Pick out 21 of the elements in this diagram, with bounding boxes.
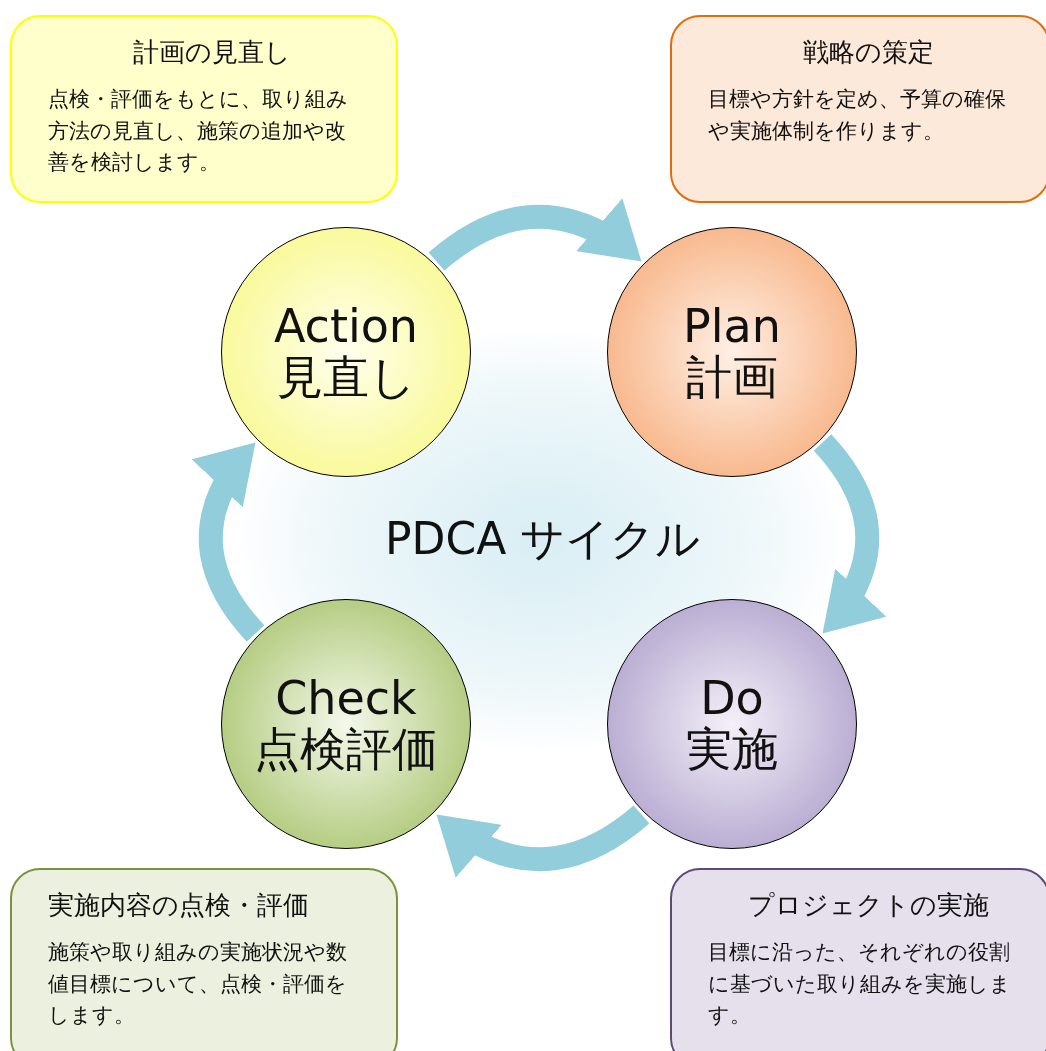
circle-label: Plan <box>683 301 781 352</box>
rounded-box <box>670 15 1046 203</box>
circle-label: 見直し <box>276 352 416 403</box>
circle-label: 実施 <box>686 724 778 775</box>
box-text: 点検・評価をもとに、取り組み方法の見直し、施策の追加や改善を検討します。 <box>48 86 349 176</box>
box-title: 実施内容の点検・評価 <box>48 889 310 922</box>
cycle-title: PDCA サイクル <box>385 512 701 566</box>
box-text: 施策や取り組みの実施状況や数値目標について、点検・評価をします。 <box>48 939 348 1029</box>
circle-label: 点検評価 <box>254 724 438 775</box>
box-title: プロジェクトの実施 <box>746 889 990 922</box>
box-title: 戦略の策定 <box>801 36 935 69</box>
circle-label: 計画 <box>686 352 778 403</box>
circle-label: Do <box>700 673 764 724</box>
box-text: 目標に沿った、それぞれの役割に基づいた取り組みを実施します。 <box>708 939 1012 1029</box>
circle-label: Check <box>275 673 417 724</box>
box-title: 計画の見直し <box>132 36 292 69</box>
rounded-box <box>670 868 1046 1051</box>
circle-label: Action <box>273 301 419 352</box>
rounded-box <box>10 868 398 1051</box>
box-text: 目標や方針を定め、予算の確保や実施体制を作ります。 <box>708 86 1007 145</box>
rounded-box <box>10 15 398 203</box>
